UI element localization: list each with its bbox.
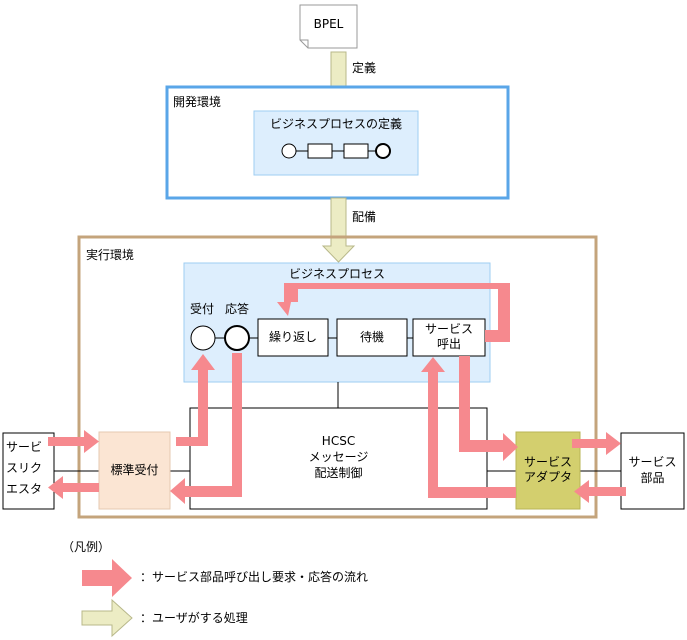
requester-label-2: スリク [6, 461, 43, 475]
process-definition-box [253, 110, 419, 176]
call-adapter-arrow [459, 356, 518, 461]
service-adapter-box [515, 431, 581, 510]
loop-label: 繰り返し [268, 330, 317, 344]
response-flow-arrow [170, 353, 242, 504]
bpel-document-fold [300, 39, 309, 48]
runtime-environment-title: 実行環境 [86, 248, 135, 262]
service-adapter-label-2: アダプタ [523, 470, 572, 484]
requester-label-3: エスタ [6, 482, 43, 496]
service-call-label-1: サービス [424, 322, 473, 336]
response-node [224, 325, 250, 351]
legend-title: （凡例） [62, 540, 111, 554]
service-call-activity [412, 318, 486, 357]
bpel-label: BPEL [313, 17, 344, 31]
standard-receive-label: 標準受付 [110, 463, 159, 477]
wait-label: 待機 [359, 330, 384, 344]
response-arrow-out [48, 476, 99, 499]
request-arrow-in [48, 430, 99, 453]
business-process-title: ビジネスプロセス [288, 267, 385, 281]
component-call-arrow [572, 432, 621, 455]
loop-back-arrow [277, 283, 510, 342]
loop-activity [257, 318, 329, 357]
service-call-label-2: 呼出 [436, 337, 461, 351]
component-return-arrow [574, 480, 626, 503]
receive-node [190, 325, 216, 351]
define-label: 定義 [352, 61, 377, 75]
process-flow-icon [281, 143, 391, 159]
component-label-1: サービス [628, 455, 677, 469]
wait-activity [336, 318, 408, 357]
service-requester-box [2, 432, 55, 510]
hcsc-label-1: HCSC [321, 434, 356, 448]
service-adapter-label-1: サービス [523, 455, 572, 469]
deploy-label: 配備 [352, 210, 377, 224]
service-component-box [620, 432, 685, 510]
receive-label: 受付 [190, 302, 215, 316]
bpel-document [299, 4, 358, 49]
standard-receive-box [98, 431, 171, 510]
component-label-2: 部品 [640, 471, 665, 485]
legend-beige-label: ：ユーザがする処理 [140, 611, 248, 625]
runtime-environment-box [77, 235, 598, 519]
receive-flow-arrow [176, 354, 215, 446]
request-response-flow [48, 283, 626, 504]
hcsc-label-3: 配送制御 [314, 466, 363, 480]
hcsc-label-2: メッセージ [308, 450, 369, 464]
dev-environment-title: 開発環境 [173, 95, 222, 109]
deploy-arrow [321, 197, 356, 263]
process-definition-label: ビジネスプロセスの定義 [269, 117, 402, 131]
legend-pink-label: ：サービス部品呼び出し要求・応答の流れ [140, 570, 369, 584]
legend-beige-arrow [81, 598, 133, 638]
response-label: 応答 [225, 302, 250, 316]
legend-pink-arrow [82, 559, 132, 597]
adapter-return-arrow [421, 357, 516, 498]
requester-label-1: サービ [6, 440, 43, 454]
